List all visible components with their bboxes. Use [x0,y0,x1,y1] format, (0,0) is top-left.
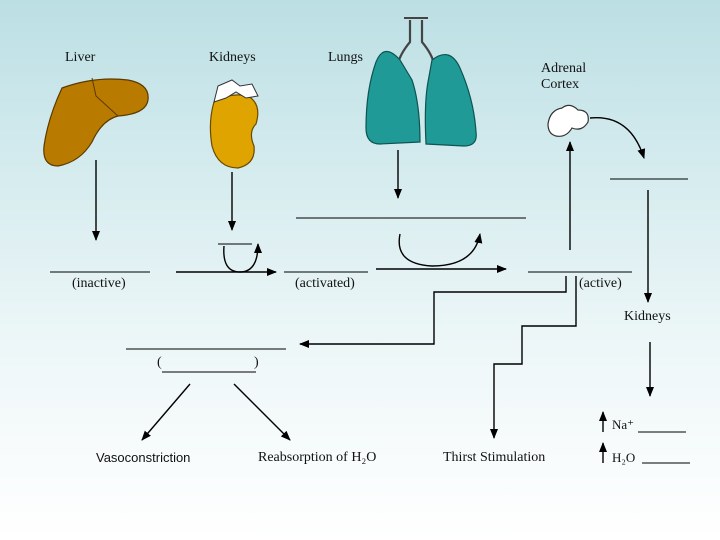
adrenal-cortex-organ [547,104,589,137]
label-inactive: (inactive) [72,276,126,291]
step-arrow-active-to-result [299,276,567,348]
liver-organ [43,77,149,167]
step-arrow-to-thirst [490,276,577,439]
label-sodium: Na⁺ [612,417,635,432]
label-active: (active) [579,276,622,291]
curve-enzyme-1 [223,243,262,273]
label-activated: (activated) [295,276,355,291]
label-liver: Liver [65,50,96,65]
label-kidneys: Kidneys [209,50,256,65]
kidney-organ [209,79,259,169]
label-cortex: Cortex [541,77,580,92]
label-vasoconstriction: Vasoconstriction [96,450,191,465]
bracket-open: ( [157,355,162,370]
label-adrenal: Adrenal [541,61,587,76]
curve-enzyme-2 [398,233,483,267]
label-lungs: Lungs [328,50,363,65]
lungs-organ [365,17,477,147]
arrow-adrenal-to-hormone [589,117,646,159]
label-adrenal-cortex: Adrenal Cortex [541,61,586,93]
label-reabsorption: Reabsorption of H₂O [258,450,377,465]
label-thirst: Thirst Stimulation [443,450,546,465]
arrow-to-reabsorption [233,383,291,441]
arrow-to-vasoconstriction [141,383,191,441]
label-kidneys-right: Kidneys [624,309,671,324]
label-water: H₂O [612,450,636,465]
bracket-close: ) [254,355,259,370]
